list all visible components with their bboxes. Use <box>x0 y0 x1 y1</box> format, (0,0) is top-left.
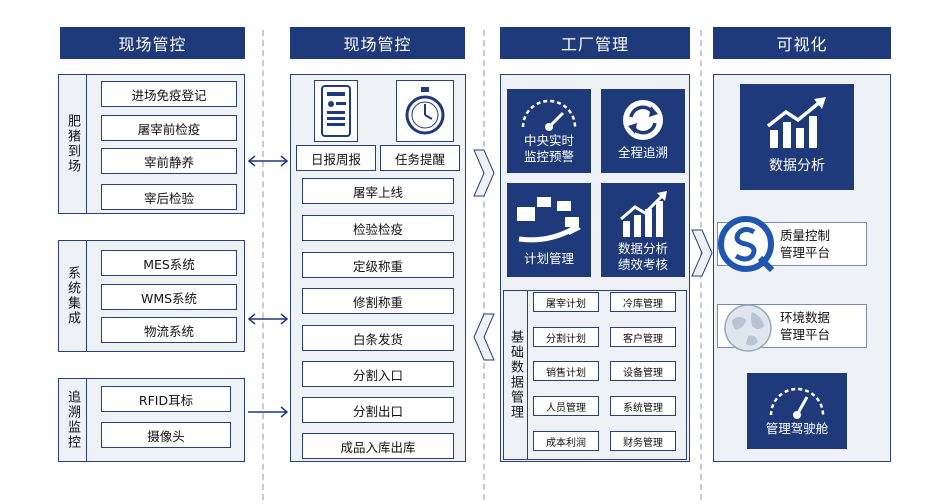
group-trace-title: 追溯监控 <box>59 379 87 461</box>
double-arrow-1 <box>247 155 289 167</box>
base-item-5: 销售计划 <box>533 361 599 381</box>
pig-item-4: 宰后检验 <box>101 184 237 210</box>
planning-icon <box>517 197 581 243</box>
group-system-title: 系统集成 <box>59 241 87 351</box>
field-step-4: 修割称重 <box>302 288 454 314</box>
system-item-mes: MES系统 <box>101 250 237 276</box>
globe-icon <box>724 304 772 352</box>
base-item-6: 设备管理 <box>610 361 676 381</box>
bar-growth-icon <box>620 191 667 237</box>
trace-item-camera: 摄像头 <box>101 422 231 448</box>
base-item-1: 屠宰计划 <box>533 292 599 312</box>
base-item-2: 冷库管理 <box>610 292 676 312</box>
chevron-right-icon <box>473 149 495 197</box>
field-step-2: 检验检疫 <box>302 215 454 241</box>
quality-label-1: 质量控制 <box>780 228 831 243</box>
base-item-3: 分割计划 <box>533 327 599 347</box>
system-item-logistics: 物流系统 <box>101 317 237 343</box>
chevron-right-icon <box>691 229 713 277</box>
env-label-2: 管理平台 <box>780 327 831 342</box>
right-arrow-3 <box>248 406 289 418</box>
system-item-wms: WMS系统 <box>101 284 237 310</box>
double-arrow-2 <box>247 313 289 325</box>
qs-logo-icon <box>718 216 775 273</box>
tile-analytics: 数据分析 绩效考核 <box>601 183 685 277</box>
column-header-3: 工厂管理 <box>500 27 690 59</box>
env-label-1: 环境数据 <box>780 310 831 325</box>
column-header-1: 现场管控 <box>60 27 245 59</box>
data-analysis-tile: 数据分析 <box>740 84 854 190</box>
base-data-title: 基础数据管理 <box>504 291 528 459</box>
base-item-7: 人员管理 <box>533 396 599 416</box>
column-header-2: 现场管控 <box>290 27 465 59</box>
tile-plan: 计划管理 <box>507 183 591 277</box>
tile-monitoring: 中央实时 监控预警 <box>507 89 591 173</box>
quality-label-2: 管理平台 <box>780 245 831 260</box>
field-step-1: 屠宰上线 <box>302 178 454 204</box>
task-reminder-card <box>396 80 454 142</box>
tile-trace-label: 全程追溯 <box>617 145 668 160</box>
data-analysis-label: 数据分析 <box>769 158 825 174</box>
tile-monitoring-label-1: 中央实时 <box>523 133 574 148</box>
report-icon <box>321 85 351 137</box>
pig-item-2: 屠宰前检疫 <box>101 115 237 141</box>
divider-2 <box>483 30 485 500</box>
field-step-7: 分割出口 <box>302 397 454 423</box>
daily-report-card <box>314 80 358 142</box>
chevron-left-icon <box>473 313 495 361</box>
tile-plan-label: 计划管理 <box>523 251 574 266</box>
field-step-3: 定级称重 <box>302 252 454 278</box>
sync-icon <box>623 100 663 140</box>
group-pig-title: 肥猪到场 <box>59 75 87 213</box>
divider-1 <box>262 30 264 500</box>
column-header-4: 可视化 <box>713 27 891 59</box>
field-step-6: 分割入口 <box>302 361 454 387</box>
tile-monitoring-label-2: 监控预警 <box>523 149 574 164</box>
gauge-icon <box>521 99 577 131</box>
base-item-9: 成本利润 <box>533 431 599 451</box>
chart-growth-icon <box>766 97 826 148</box>
pig-item-3: 宰前静养 <box>101 148 237 174</box>
tile-analytics-label-2: 绩效考核 <box>617 257 668 272</box>
base-item-10: 财务管理 <box>610 431 676 451</box>
stopwatch-icon <box>405 87 445 135</box>
daily-report-label: 日报周报 <box>296 145 376 171</box>
trace-item-rfid: RFID耳标 <box>101 386 231 412</box>
field-step-5: 白条发货 <box>302 325 454 351</box>
tile-trace: 全程追溯 <box>601 89 685 173</box>
cockpit-label: 管理驾驶舱 <box>765 421 829 436</box>
base-item-8: 系统管理 <box>610 396 676 416</box>
field-step-8: 成品入库出库 <box>302 433 454 459</box>
base-item-4: 客户管理 <box>610 327 676 347</box>
speedometer-icon <box>769 387 825 419</box>
cockpit-tile: 管理驾驶舱 <box>747 373 847 449</box>
task-reminder-label: 任务提醒 <box>380 145 460 171</box>
tile-analytics-label-1: 数据分析 <box>617 241 668 256</box>
pig-item-1: 进场免疫登记 <box>101 81 237 107</box>
